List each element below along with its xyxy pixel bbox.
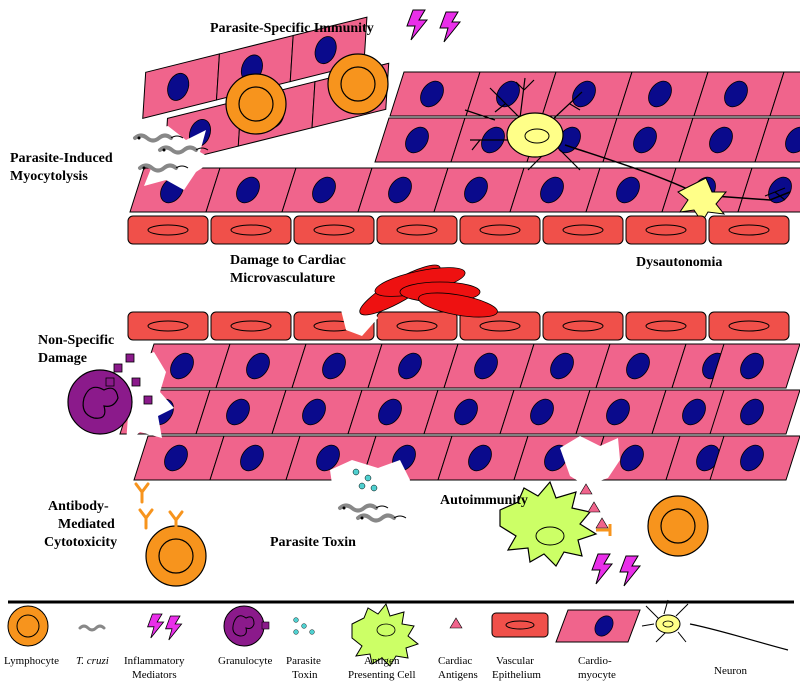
lymphocyte-bottom-right: [647, 495, 709, 557]
cardiac-antigens: [579, 483, 609, 529]
legend-lymphocyte: [7, 605, 49, 647]
label-antibody-1: Antibody-: [48, 499, 109, 514]
legend-parasite-toxin: [293, 617, 315, 635]
legend-cardiomyocyte: [555, 609, 641, 643]
legend-label-vascular-2: Epithelium: [492, 669, 541, 681]
label-non-specific-2: Damage: [38, 351, 87, 366]
granulocyte: [67, 353, 153, 435]
legend-label-apc-1: Antigen: [364, 655, 400, 667]
legend-label-vascular-1: Vascular: [496, 655, 534, 667]
inflammatory-mediators-bottom: [591, 553, 641, 587]
lymphocyte-top-2: [327, 53, 389, 115]
parasite-toxin-dots: [352, 468, 378, 492]
legend-apc: [351, 602, 420, 667]
legend-granulocyte: [223, 605, 270, 647]
label-non-specific-1: Non-Specific: [38, 333, 114, 348]
legend-neuron: [641, 599, 789, 651]
legend-label-cardiomyocyte-2: myocyte: [578, 669, 616, 681]
label-myocytolysis-1: Parasite-Induced: [10, 151, 113, 166]
legend-label-t-cruzi: T. cruzi: [76, 655, 109, 667]
antibodies: [134, 482, 184, 532]
label-antibody-2: Mediated: [58, 517, 115, 532]
legend-label-toxin-2: Toxin: [292, 669, 318, 681]
bottom-cardiomyocyte-layer: [119, 343, 800, 481]
label-microvasculature-1: Damage to Cardiac: [230, 253, 346, 268]
label-myocytolysis-2: Myocytolysis: [10, 169, 88, 184]
neuron-top: [464, 77, 791, 223]
legend-label-toxin-1: Parasite: [286, 655, 321, 667]
red-blood-cells: [359, 264, 498, 318]
legend-vascular: [491, 612, 549, 638]
label-parasite-toxin: Parasite Toxin: [270, 535, 356, 550]
legend-label-neuron: Neuron: [714, 665, 747, 677]
legend-inflammatory: [147, 613, 183, 641]
inflammatory-mediators-top: [406, 9, 461, 43]
legend-label-apc-2: Presenting Cell: [348, 669, 416, 681]
label-microvasculature-2: Microvasculature: [230, 271, 335, 286]
legend-t-cruzi: [78, 624, 106, 632]
label-dysautonomia: Dysautonomia: [636, 255, 722, 270]
legend-label-lymphocyte: Lymphocyte: [4, 655, 59, 667]
legend-label-cardiac-antigens-2: Antigens: [438, 669, 478, 681]
label-parasite-specific-immunity: Parasite-Specific Immunity: [210, 21, 374, 36]
label-antibody-3: Cytotoxicity: [44, 535, 117, 550]
top-vascular-epithelium: [127, 215, 790, 245]
lymphocyte-top-1: [225, 73, 287, 135]
legend-label-inflammatory-1: Inflammatory: [124, 655, 185, 667]
antigen-presenting-cell: [499, 480, 612, 567]
label-autoimmunity: Autoimmunity: [440, 493, 528, 508]
lymphocyte-bottom-left: [145, 525, 207, 587]
legend-cardiac-antigens: [449, 617, 463, 629]
bottom-vascular-epithelium: [127, 311, 790, 341]
legend-label-cardiac-antigens-1: Cardiac: [438, 655, 472, 667]
legend-label-cardiomyocyte-1: Cardio-: [578, 655, 612, 667]
legend-label-granulocyte: Granulocyte: [218, 655, 272, 667]
legend-label-inflammatory-2: Mediators: [132, 669, 177, 681]
